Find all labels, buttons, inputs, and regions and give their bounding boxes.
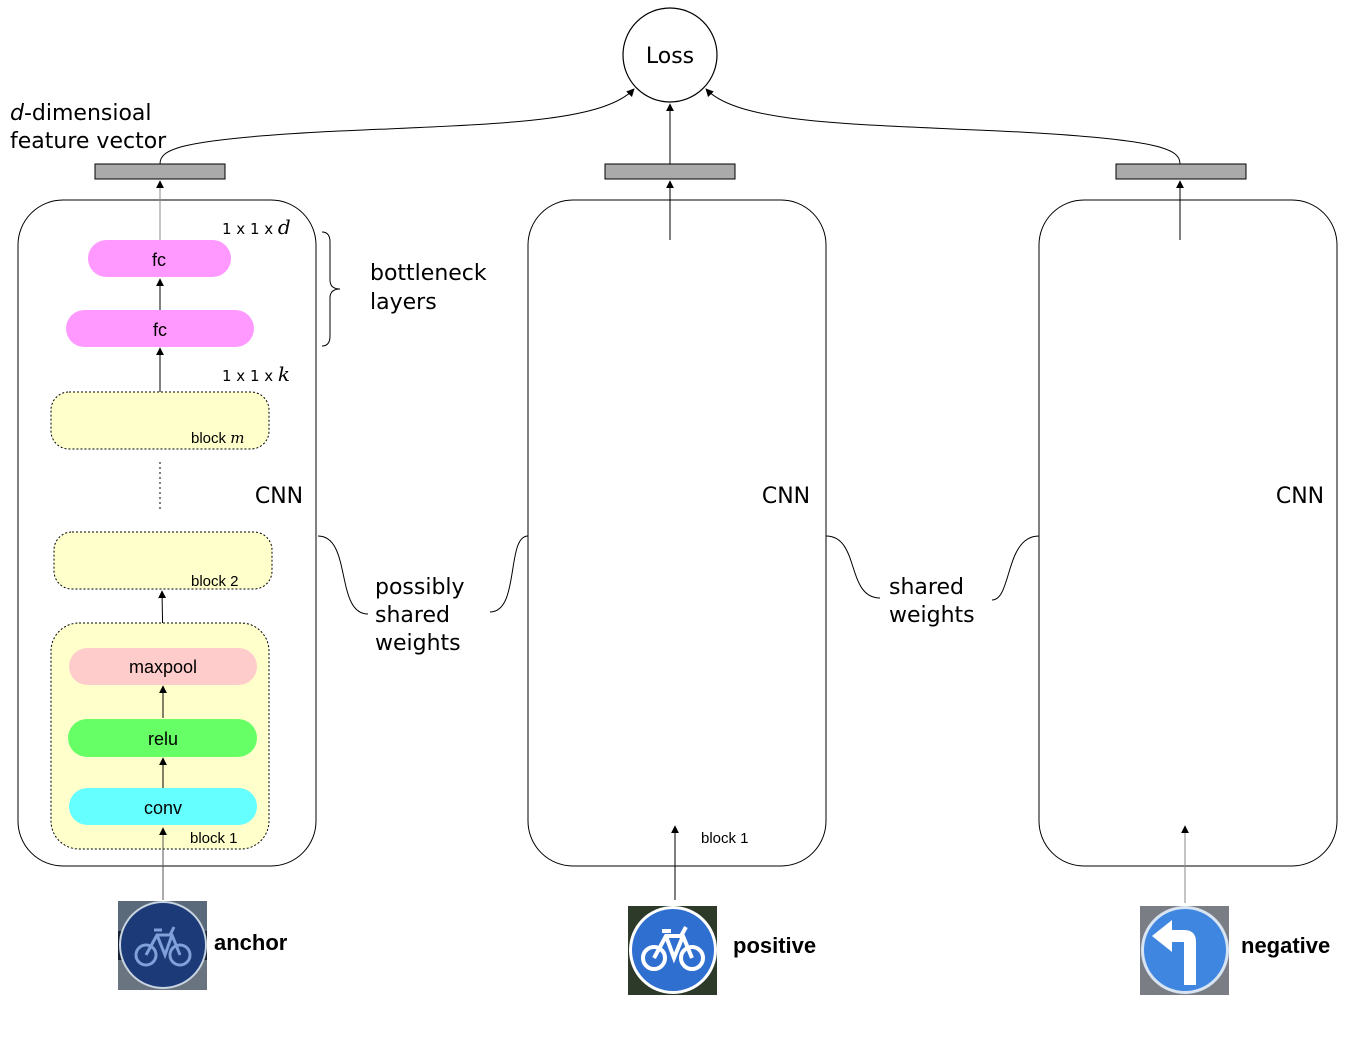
block-2-label: block 2 [191,573,239,590]
dim-label-top: 1 x 1 x d [222,215,291,239]
positive-block-1-label: block 1 [701,830,749,847]
fc-top-label: fc [152,250,166,270]
conv-layer [69,788,257,825]
feature-vector-label-line1: d-dimensioal [10,101,152,126]
loss-node: Loss [622,7,718,103]
bicycle-sign-icon [134,926,192,967]
maxpool-layer [69,648,257,685]
negative-cnn-container [1038,199,1338,867]
shared-right-curve [991,535,1040,601]
shared-line1: shared [889,575,964,600]
anchor-cnn-label: CNN [255,484,303,509]
feature-vector-label-line2: feature vector [10,129,167,154]
anchor-to-loss-connector [159,88,635,165]
possibly-shared-line2: shared [375,603,450,628]
shared-left-curve [825,535,881,599]
fc-bottom-layer [66,310,254,347]
bottleneck-label-line2: layers [370,290,437,315]
loss-label: Loss [646,44,694,69]
positive-feature-vector [604,163,736,180]
turn-left-sign-icon [1152,920,1196,985]
negative-feature-vector [1115,163,1247,180]
negative-label: negative [1241,933,1330,958]
block-1-label: block 1 [190,830,238,847]
block-m [50,391,270,450]
negative-image [1140,906,1229,995]
possibly-shared-line3: weights [375,631,461,656]
possibly-shared-left-curve [317,535,369,615]
relu-label: relu [148,729,178,749]
anchor-label: anchor [214,930,288,955]
bicycle-sign-icon [641,926,705,971]
positive-cnn-container [527,199,827,867]
fc-top-layer [88,240,231,277]
block-m-label: block m [191,429,244,447]
bottleneck-label-line1: bottleneck [370,261,487,286]
positive-label: positive [733,933,816,958]
positive-image [628,906,717,995]
possibly-shared-right-curve [489,535,529,613]
block-2 [53,531,273,590]
maxpool-label: maxpool [129,657,197,677]
anchor-image [118,901,207,990]
possibly-shared-line1: possibly [375,575,465,600]
anchor-feature-vector [94,163,226,180]
negative-cnn-label: CNN [1276,484,1324,509]
conv-label: conv [144,798,182,818]
bottleneck-brace [321,231,341,347]
shared-line2: weights [889,603,975,628]
dim-label-middle: 1 x 1 x k [222,362,290,386]
fc-bottom-label: fc [153,320,167,340]
negative-to-loss-connector [705,88,1181,165]
relu-layer [68,719,257,757]
positive-cnn-label: CNN [762,484,810,509]
